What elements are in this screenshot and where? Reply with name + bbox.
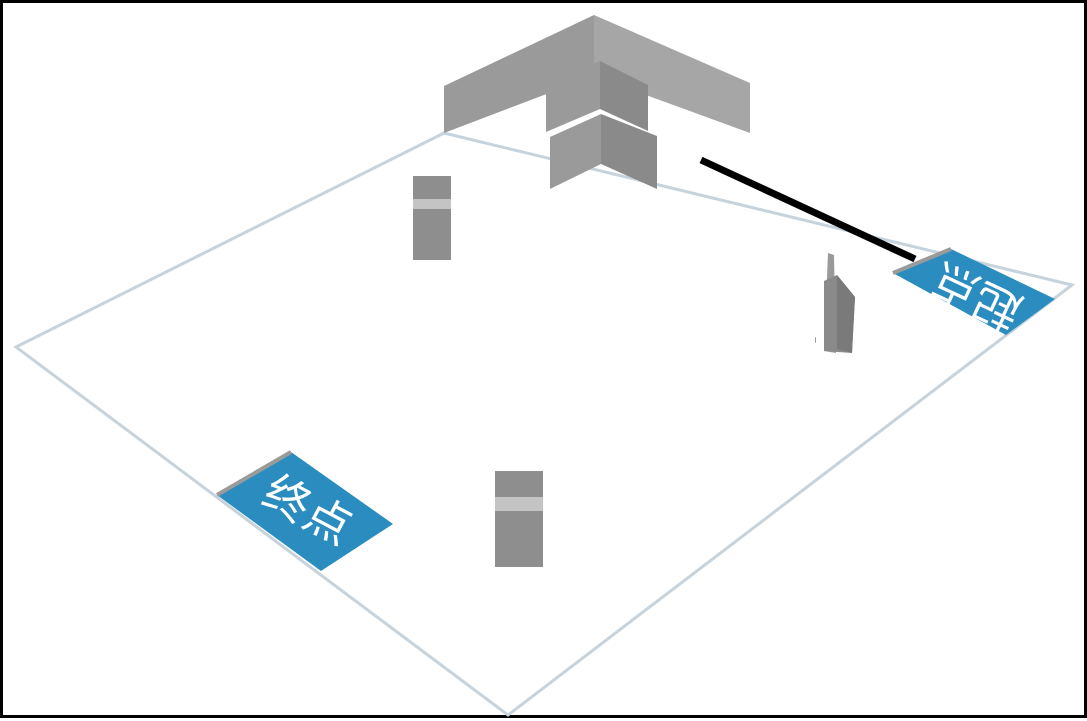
middle-wall-right: [600, 61, 648, 131]
panel-obstacle: 一: [811, 253, 855, 353]
pillar-front: [495, 471, 543, 567]
black-line-track: [699, 156, 917, 263]
front-wall-right: [601, 114, 657, 189]
front-wall-left: [550, 114, 601, 189]
end-pad: 终点: [215, 450, 393, 571]
field-floor: [13, 131, 1076, 717]
back-wall-left: [444, 15, 594, 133]
back-wall-right: [594, 15, 750, 133]
field-scene: 一 起点 终点: [13, 15, 1076, 717]
small-sign-text: 一: [811, 337, 818, 343]
pillar-back-left: [413, 176, 451, 260]
middle-wall-left: [546, 61, 600, 132]
